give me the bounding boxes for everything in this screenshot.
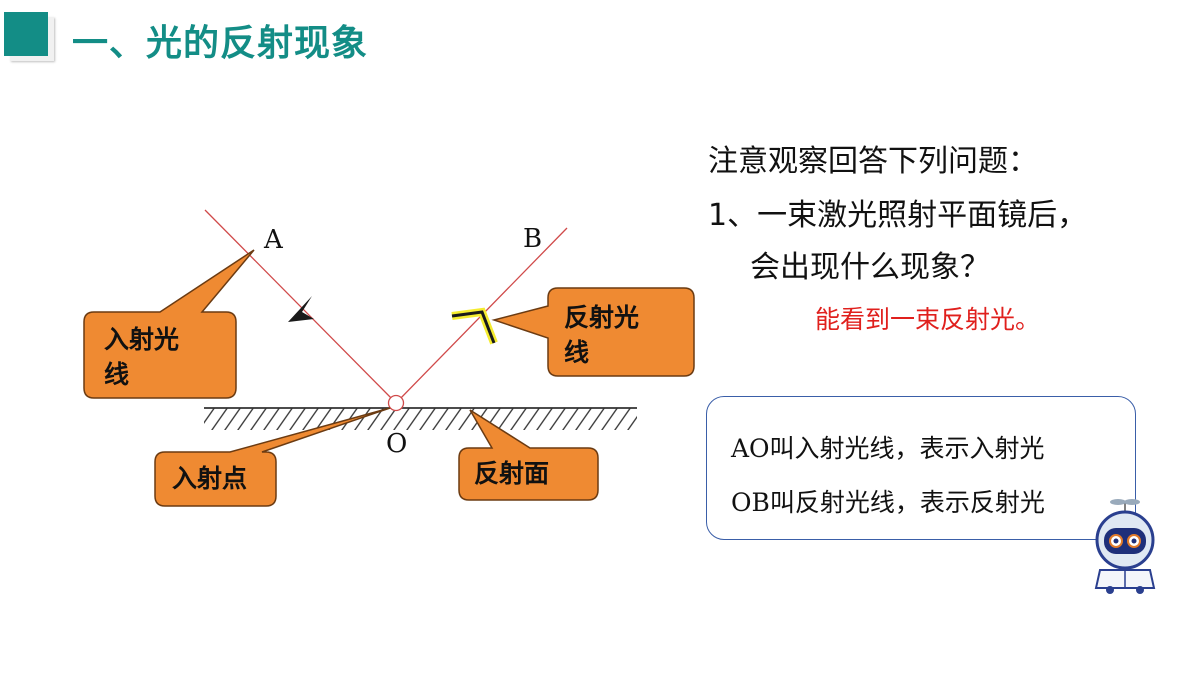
reflected-arrow-core bbox=[451, 310, 496, 344]
answer-text: 能看到一束反射光。 bbox=[815, 305, 1041, 334]
callout-reflecting-surface bbox=[458, 409, 599, 501]
incident-arrow-icon bbox=[288, 296, 314, 322]
callout-incident-point-text: 入射点 bbox=[172, 464, 248, 493]
callout-reflecting-surface-text: 反射面 bbox=[474, 459, 550, 488]
info-line-ob: OB叫反射光线，表示反射光 bbox=[731, 488, 1045, 517]
title-mark bbox=[4, 12, 48, 56]
callout-incident-ray bbox=[83, 249, 255, 399]
question-intro: 注意观察回答下列问题： bbox=[708, 144, 1038, 179]
info-box: AO叫入射光线，表示入射光 OB叫反射光线，表示反射光 bbox=[706, 396, 1136, 540]
callout-incident-ray-line1: 入射光 bbox=[104, 325, 180, 354]
page-title: 一、光的反射现象 bbox=[72, 23, 369, 64]
callout-incident-point bbox=[154, 407, 391, 507]
point-a-label: A bbox=[263, 225, 284, 255]
mirror-hatch bbox=[204, 408, 637, 430]
incident-point-marker bbox=[387, 394, 405, 412]
point-o-label: O bbox=[386, 429, 407, 459]
callout-incident-ray-line2: 线 bbox=[104, 360, 130, 389]
callout-reflected-ray-line1: 反射光 bbox=[564, 303, 640, 332]
callout-reflected-ray bbox=[491, 287, 695, 377]
callout-reflected-ray-line2: 线 bbox=[564, 338, 590, 367]
point-b-label: B bbox=[523, 224, 542, 254]
reflection-diagram: A B O bbox=[83, 209, 695, 507]
robot-mascot-icon bbox=[1094, 499, 1156, 594]
question-line2: 会出现什么现象？ bbox=[750, 250, 990, 285]
question-line1: 1、一束激光照射平面镜后， bbox=[708, 198, 1088, 233]
info-line-ao: AO叫入射光线，表示入射光 bbox=[731, 434, 1045, 463]
incident-ray-line bbox=[204, 209, 397, 404]
